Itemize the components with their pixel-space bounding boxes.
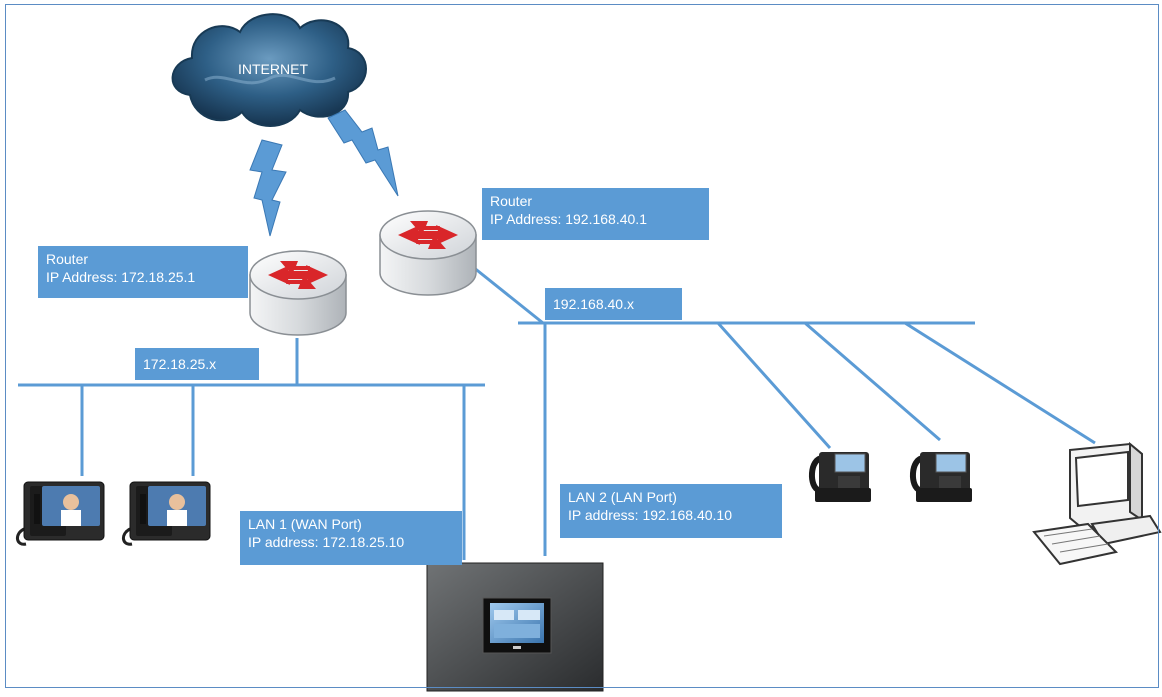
- network-left-text: 172.18.25.x: [143, 356, 217, 372]
- router-right-uplink: [472, 265, 544, 325]
- drop-ip-phone-2: [804, 321, 941, 442]
- lightning-icon: [327, 109, 399, 197]
- ip-phone-icon: [910, 452, 972, 502]
- drop-ip-phone-1: [716, 321, 832, 450]
- router-right-ip: IP Address: 192.168.40.1: [490, 211, 647, 227]
- network-left-label: 172.18.25.x: [135, 348, 259, 380]
- router-right-label: Router IP Address: 192.168.40.1: [482, 188, 709, 240]
- network-right-text: 192.168.40.x: [553, 296, 634, 312]
- lan1-ip: IP address: 172.18.25.10: [248, 534, 405, 550]
- router-left-label: Router IP Address: 172.18.25.1: [38, 246, 248, 298]
- router-left-ip: IP Address: 172.18.25.1: [46, 269, 196, 285]
- router-icon: [379, 210, 477, 296]
- drop-computer: [904, 321, 1096, 445]
- network-right-label: 192.168.40.x: [545, 288, 682, 320]
- lightning-icon: [249, 139, 287, 237]
- cloud-icon: INTERNET: [171, 13, 367, 127]
- cloud-label: INTERNET: [238, 61, 308, 77]
- lan2-label: LAN 2 (LAN Port) IP address: 192.168.40.…: [560, 484, 782, 538]
- lan2-title: LAN 2 (LAN Port): [568, 489, 677, 505]
- video-phone-icon: [16, 481, 105, 546]
- router-left-title: Router: [46, 251, 89, 267]
- router-right-title: Router: [490, 193, 533, 209]
- video-phone-icon: [122, 481, 211, 546]
- lan1-title: LAN 1 (WAN Port): [248, 516, 362, 532]
- router-icon: [249, 250, 347, 336]
- lan2-ip: IP address: 192.168.40.10: [568, 507, 732, 523]
- desktop-computer-icon: [1032, 441, 1162, 566]
- ip-phone-icon: [809, 452, 871, 502]
- gateway-device-icon: [426, 562, 604, 692]
- network-links: [18, 265, 1096, 560]
- lan1-label: LAN 1 (WAN Port) IP address: 172.18.25.1…: [240, 511, 462, 565]
